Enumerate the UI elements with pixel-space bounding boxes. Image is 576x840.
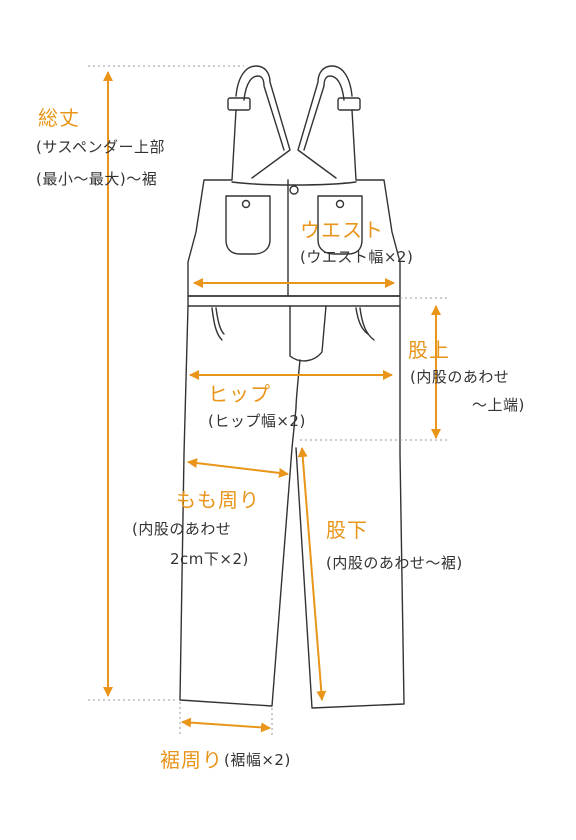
waistband bbox=[187, 295, 401, 307]
left-strap bbox=[235, 65, 291, 179]
total-length-note-2: (最小〜最大)〜裾 bbox=[36, 170, 158, 188]
inseam-note: (内股のあわせ〜裾) bbox=[326, 554, 463, 572]
guide-lines bbox=[88, 65, 448, 736]
button-center bbox=[289, 185, 299, 195]
inseam-arrow bbox=[297, 447, 327, 701]
hip-label: ヒップ bbox=[208, 382, 271, 406]
rise-label: 股上 bbox=[408, 338, 450, 362]
side-pocket-right bbox=[359, 307, 375, 341]
right-strap bbox=[297, 65, 353, 179]
rise-note-1: (内股のあわせ bbox=[410, 368, 510, 386]
chest-pocket-left bbox=[225, 195, 271, 255]
thigh-label: もも周り bbox=[176, 488, 260, 512]
chest-pocket-right bbox=[317, 195, 363, 255]
thigh-note-2: 2cm下×2) bbox=[170, 550, 249, 568]
right-buckle bbox=[337, 97, 361, 111]
rise-note-2: 〜上端) bbox=[472, 396, 525, 414]
bib bbox=[187, 109, 401, 297]
side-pocket-left bbox=[211, 307, 223, 341]
leg-left bbox=[179, 305, 297, 707]
thigh-note-1: (内股のあわせ bbox=[132, 520, 232, 538]
hem-note: (裾幅×2) bbox=[224, 751, 291, 769]
thigh-arrow bbox=[187, 458, 289, 478]
left-buckle bbox=[227, 97, 251, 111]
total-length-label: 総丈 bbox=[38, 106, 80, 130]
leg-right bbox=[295, 305, 405, 709]
hip-note: (ヒップ幅×2) bbox=[208, 412, 306, 430]
total-length-note-1: (サスペンダー上部 bbox=[36, 138, 166, 156]
fly bbox=[289, 305, 327, 362]
waist-note: (ウエスト幅×2) bbox=[300, 248, 414, 266]
hem-label: 裾周り bbox=[160, 748, 223, 772]
overalls-garment bbox=[179, 65, 405, 709]
hem-arrow bbox=[181, 717, 271, 733]
inseam-label: 股下 bbox=[326, 518, 368, 542]
waist-label: ウエスト bbox=[300, 218, 384, 242]
